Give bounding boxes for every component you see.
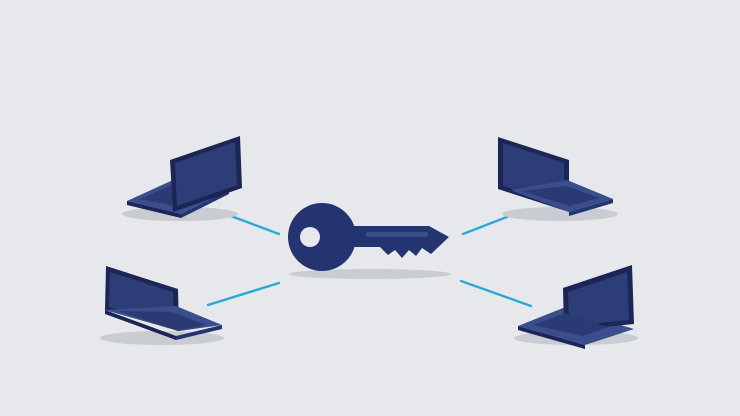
connector-line-bottom-right (459, 279, 533, 308)
laptop-icon-top-right (498, 137, 618, 221)
laptop-icon-bottom-right (514, 265, 638, 349)
laptop-icon-top-left (122, 136, 242, 221)
connector-line-bottom-left (206, 281, 281, 307)
key-icon (288, 203, 451, 279)
connector-lines (206, 211, 533, 308)
laptop-icon-bottom-left (100, 266, 224, 345)
